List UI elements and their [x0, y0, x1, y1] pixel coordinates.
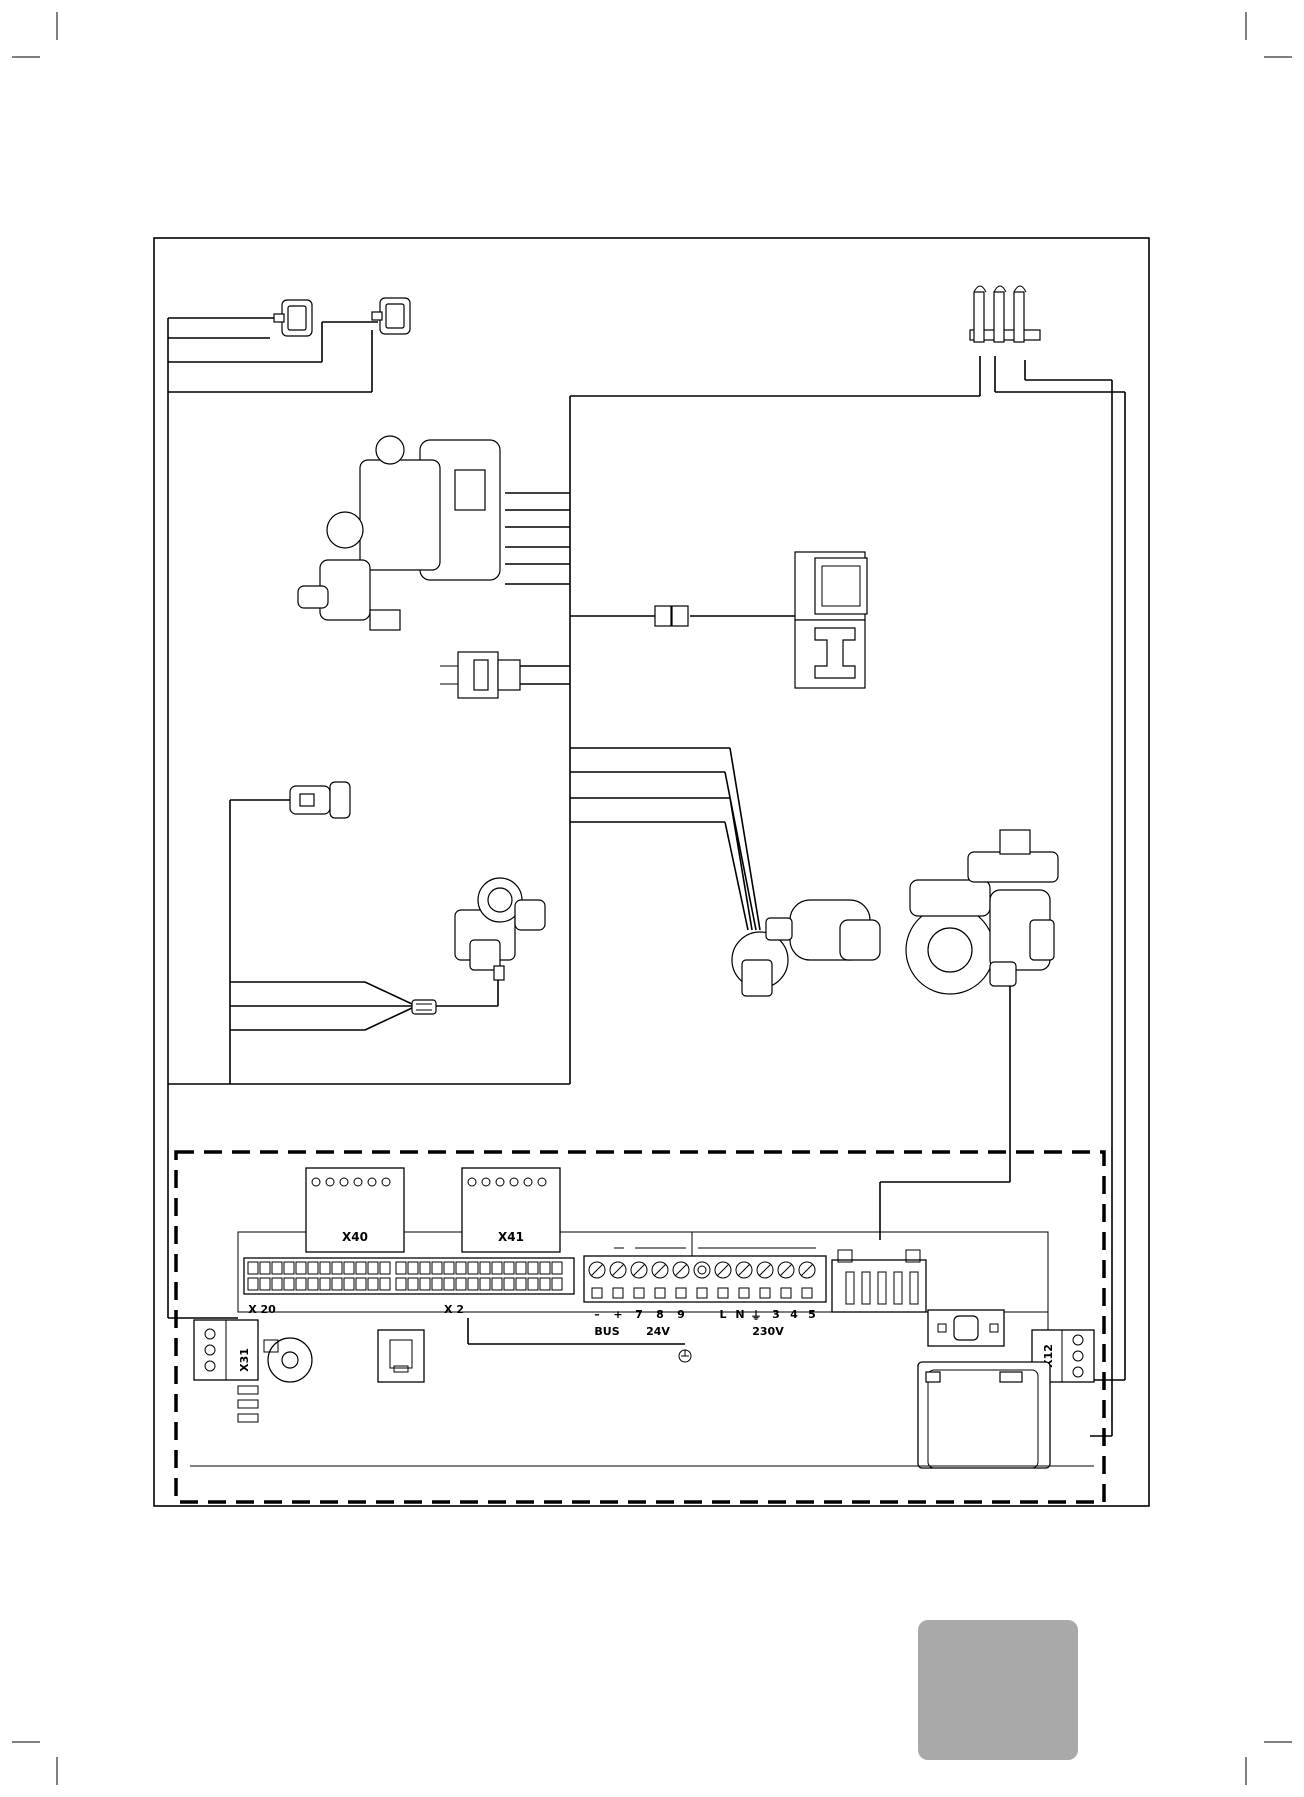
terminal-bus-plus: + [613, 1308, 622, 1321]
terminal-8: 8 [656, 1308, 664, 1321]
terminal-4: 4 [790, 1308, 798, 1321]
sensor-2-icon [372, 298, 410, 334]
terminal-N: N [735, 1308, 744, 1321]
x20-x2-pin-block [244, 1258, 574, 1294]
transformer-icon [795, 552, 867, 688]
terminal-bus-minus: – [594, 1308, 600, 1321]
gas-valve-icon [298, 436, 500, 630]
pump-icon [906, 830, 1058, 994]
terminal-ground: ⏚ [751, 1309, 762, 1322]
x20-label: X 20 [248, 1303, 276, 1316]
terminal-L: L [719, 1308, 726, 1321]
ignition-electrode-icon [970, 286, 1040, 342]
ntc-sensor-icon [290, 782, 350, 818]
crop-marks [12, 12, 1292, 1785]
fuse-holder [928, 1310, 1004, 1346]
sensor-1-icon [274, 300, 312, 336]
inline-connector-icon [655, 606, 688, 626]
potentiometer-icon [264, 1338, 312, 1382]
group-bus-label: BUS [594, 1325, 619, 1338]
terminal-9: 9 [677, 1308, 685, 1321]
diverter-valve-icon [732, 900, 880, 996]
terminal-strip [584, 1232, 826, 1302]
flow-sensor-plug-icon [412, 1000, 436, 1014]
terminal-3: 3 [772, 1308, 780, 1321]
x31-pins [238, 1386, 258, 1422]
ground-symbol [679, 1350, 691, 1362]
flow-sensor-icon [455, 878, 545, 980]
terminal-5: 5 [808, 1308, 816, 1321]
x41-label: X41 [498, 1230, 524, 1244]
fan-plug-icon [440, 652, 520, 698]
ignition-transformer-icon [918, 1362, 1050, 1468]
x2-label: X 2 [444, 1303, 464, 1316]
rj-jack-icon [378, 1330, 424, 1382]
pump-connector [832, 1250, 926, 1312]
terminal-7: 7 [635, 1308, 643, 1321]
group-230v-label: 230V [752, 1325, 784, 1338]
x31-label: X31 [238, 1348, 251, 1372]
group-24v-label: 24V [646, 1325, 670, 1338]
x40-label: X40 [342, 1230, 368, 1244]
page-tab [918, 1620, 1078, 1760]
